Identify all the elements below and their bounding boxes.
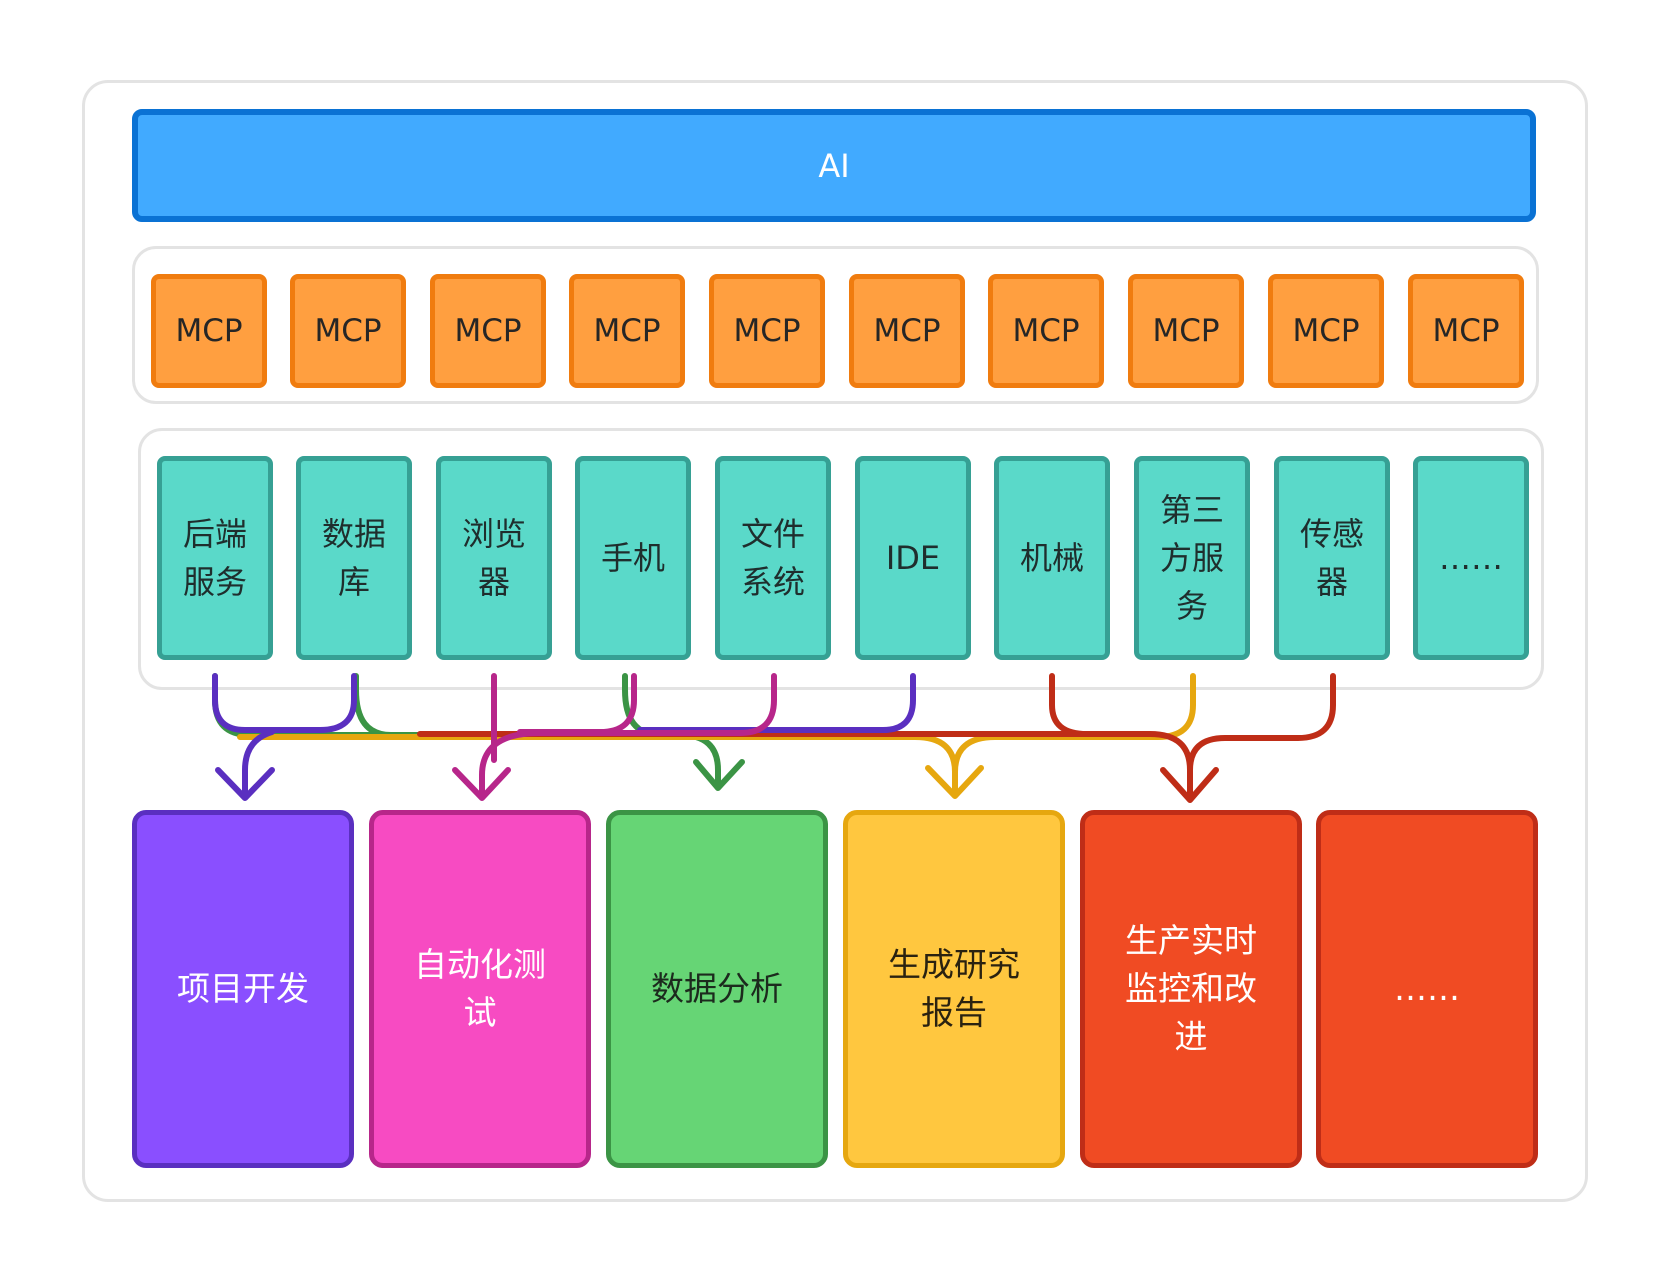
target-label: 生产实时监控和改进	[1125, 921, 1257, 1056]
source-label: 数据库	[321, 515, 386, 601]
target-label: 数据分析	[651, 969, 783, 1008]
source-box: 后端服务	[157, 456, 273, 660]
mcp-label: MCP	[1292, 313, 1360, 349]
flow-magenta	[452, 673, 777, 801]
target-box: ……	[1316, 810, 1538, 1168]
target-label: 生成研究报告	[888, 945, 1020, 1032]
ai-layer: AI	[132, 109, 1536, 222]
ai-label: AI	[818, 146, 850, 185]
mcp-label: MCP	[1432, 313, 1500, 349]
mcp-label: MCP	[593, 313, 661, 349]
mcp-box: MCP	[290, 274, 406, 388]
mcp-box: MCP	[849, 274, 965, 388]
mcp-label: MCP	[1012, 313, 1080, 349]
source-box: ……	[1413, 456, 1529, 660]
source-label: ……	[1439, 539, 1503, 577]
mcp-box: MCP	[1408, 274, 1524, 388]
mcp-box: MCP	[430, 274, 546, 388]
source-label: 第三方服务	[1159, 491, 1224, 625]
mcp-group	[132, 246, 1539, 404]
source-label: 机械	[1019, 539, 1084, 577]
target-label: 项目开发	[177, 969, 309, 1008]
source-label: 传感器	[1299, 515, 1364, 601]
target-box: 项目开发	[132, 810, 354, 1168]
source-box: 文件系统	[715, 456, 831, 660]
mcp-label: MCP	[314, 313, 382, 349]
target-label: ……	[1394, 969, 1460, 1008]
mcp-label: MCP	[454, 313, 522, 349]
mcp-box: MCP	[709, 274, 825, 388]
source-label: 后端服务	[182, 515, 247, 601]
flow-red	[417, 673, 1336, 803]
target-box: 生成研究报告	[843, 810, 1065, 1168]
target-box: 生产实时监控和改进	[1080, 810, 1302, 1168]
source-box: 手机	[575, 456, 691, 660]
source-box: 机械	[994, 456, 1110, 660]
source-box: 数据库	[296, 456, 412, 660]
diagram-frame	[82, 80, 1588, 1202]
target-label: 自动化测试	[414, 945, 546, 1032]
source-box: 传感器	[1274, 456, 1390, 660]
source-label: 浏览器	[461, 515, 526, 601]
mcp-label: MCP	[733, 313, 801, 349]
source-label: IDE	[885, 539, 941, 577]
mcp-box: MCP	[1128, 274, 1244, 388]
source-box: IDE	[855, 456, 971, 660]
mcp-box: MCP	[988, 274, 1104, 388]
source-label: 文件系统	[740, 515, 805, 601]
mcp-label: MCP	[1152, 313, 1220, 349]
flow-purple	[212, 673, 916, 801]
target-box: 自动化测试	[369, 810, 591, 1168]
source-label: 手机	[600, 539, 665, 577]
target-box: 数据分析	[606, 810, 828, 1168]
mcp-box: MCP	[151, 274, 267, 388]
mcp-box: MCP	[1268, 274, 1384, 388]
mcp-label: MCP	[873, 313, 941, 349]
mcp-label: MCP	[175, 313, 243, 349]
source-box: 第三方服务	[1134, 456, 1250, 660]
source-group	[138, 428, 1544, 690]
mcp-box: MCP	[569, 274, 685, 388]
source-box: 浏览器	[436, 456, 552, 660]
